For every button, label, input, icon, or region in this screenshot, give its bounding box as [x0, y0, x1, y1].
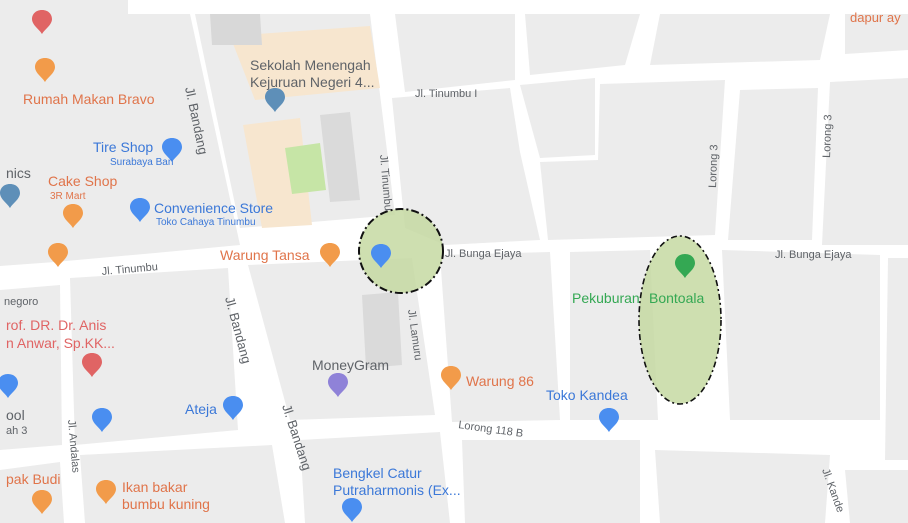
street-label-lorong-3a: Lorong 3	[707, 144, 721, 188]
highlight-circle	[358, 208, 444, 294]
place-label-nics[interactable]: nics	[6, 165, 31, 181]
street-label-tinumbu-west: Jl. Tinumbu	[101, 261, 158, 278]
school-area	[230, 26, 380, 100]
place-label-ikan-2[interactable]: bumbu kuning	[122, 496, 210, 512]
place-label-conv-store-sub: Toko Cahaya Tinumbu	[156, 217, 256, 228]
building	[210, 14, 262, 45]
place-label-prof-1[interactable]: rof. DR. Dr. Anis	[6, 317, 106, 333]
place-label-pekuburan-1[interactable]: Pekuburan	[572, 290, 640, 306]
place-label-cake-shop-sub: 3R Mart	[50, 191, 86, 202]
place-label-tire-shop[interactable]: Tire Shop	[93, 139, 153, 155]
place-label-moneygram[interactable]: MoneyGram	[312, 357, 389, 373]
place-label-tire-shop-sub: Surabaya Ban	[110, 157, 173, 168]
place-label-school-partial-1[interactable]: ool	[6, 407, 25, 423]
place-label-sekolah-1[interactable]: Sekolah Menengah	[250, 57, 371, 73]
street-label-bunga-ejaya-1: Jl. Bunga Ejaya	[445, 248, 522, 260]
place-label-warung-tansa[interactable]: Warung Tansa	[220, 247, 310, 263]
park-area	[285, 143, 326, 194]
place-label-prof-2[interactable]: n Anwar, Sp.KK...	[6, 335, 115, 351]
place-label-warung-86[interactable]: Warung 86	[466, 373, 534, 389]
place-label-toko-kandea[interactable]: Toko Kandea	[546, 387, 628, 403]
place-label-sekolah-2[interactable]: Kejuruan Negeri 4...	[250, 74, 375, 90]
highlight-ellipse	[638, 235, 722, 405]
place-label-bengkel-2[interactable]: Putraharmonis (Ex...	[333, 482, 461, 498]
place-label-conv-store[interactable]: Convenience Store	[154, 200, 273, 216]
street-label-bunga-ejaya-2: Jl. Bunga Ejaya	[775, 249, 852, 261]
street-label-tinumbu-vertical: Jl. Tinumbu	[377, 154, 394, 211]
street-label-tinumbu-i: Jl. Tinumbu I	[415, 88, 477, 100]
place-label-dapur: dapur ay	[850, 10, 901, 25]
street-label-negoro: negoro	[4, 296, 38, 308]
school-area-2	[243, 118, 312, 228]
street-label-lorong-3b: Lorong 3	[821, 114, 835, 158]
place-label-rumah-makan[interactable]: Rumah Makan Bravo	[23, 91, 155, 107]
place-label-pak-budi[interactable]: pak Budi	[6, 471, 60, 487]
place-label-cake-shop[interactable]: Cake Shop	[48, 173, 117, 189]
place-label-ikan-1[interactable]: Ikan bakar	[122, 479, 188, 495]
place-label-ateja[interactable]: Ateja	[185, 401, 217, 417]
place-label-bengkel-1[interactable]: Bengkel Catur	[333, 465, 422, 481]
building	[362, 292, 402, 368]
street-label-andalas: Jl. Andalas	[65, 419, 82, 474]
building	[320, 112, 360, 202]
place-label-pekuburan-2[interactable]: Bontoala	[649, 290, 704, 306]
place-label-school-partial-2: ah 3	[6, 425, 27, 437]
